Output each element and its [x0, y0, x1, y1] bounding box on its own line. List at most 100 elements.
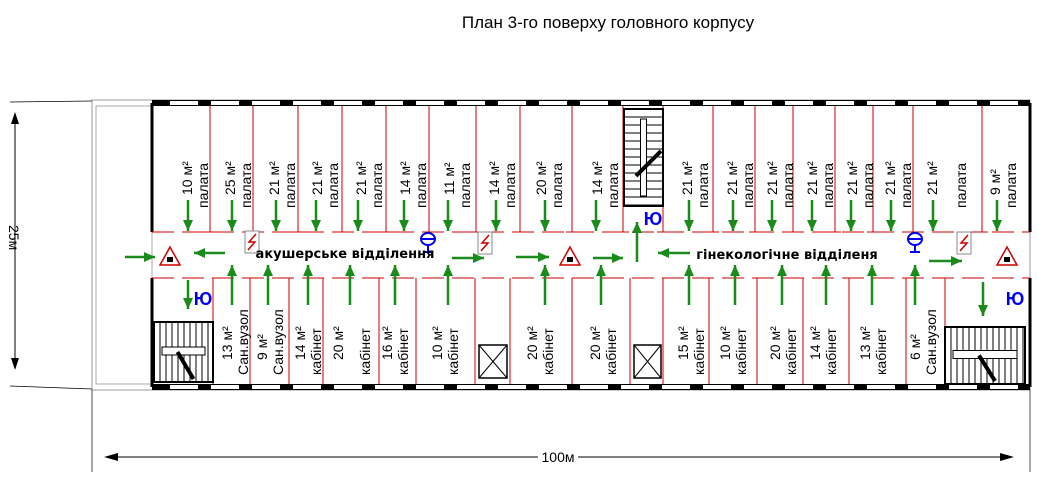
- room-area: 21 м²: [309, 161, 325, 195]
- window: [457, 101, 485, 105]
- arrow-head: [263, 265, 273, 276]
- room-area: 21 м²: [924, 161, 940, 195]
- window: [334, 101, 362, 105]
- stairs-center: [623, 108, 664, 207]
- elevator-2: [633, 344, 662, 379]
- room-area: 16 м²: [379, 326, 395, 360]
- window: [334, 385, 362, 389]
- arrow-head: [951, 256, 962, 266]
- department-label-gynecology: гінекологічне відділеня: [696, 248, 878, 263]
- arrow-head: [194, 248, 205, 258]
- arrow-head: [540, 220, 550, 231]
- arrow-head: [183, 298, 193, 309]
- window: [621, 101, 649, 105]
- stair-direction: [175, 350, 196, 381]
- evacuation-arrow: [910, 265, 920, 305]
- room-area: 20 м²: [330, 326, 346, 360]
- room-area: 10 м²: [179, 161, 195, 195]
- room-label: кабінет: [873, 328, 889, 375]
- stair-landing: [640, 118, 647, 197]
- width-dimension: 100м: [91, 390, 1031, 472]
- arrow-head: [807, 220, 817, 231]
- arrow-head: [992, 220, 1002, 231]
- stair-landing: [161, 346, 206, 356]
- room-area: 9 м²: [987, 169, 1003, 195]
- room-label: палата: [195, 163, 211, 208]
- window: [867, 385, 895, 389]
- window: [949, 101, 977, 105]
- arrow-head: [684, 265, 694, 276]
- arrow-head: [183, 220, 193, 231]
- stair-direction: [634, 149, 663, 178]
- room-label: кабінет: [308, 328, 324, 375]
- height-dimension: 25м: [6, 100, 93, 390]
- arrow-head: [345, 265, 355, 276]
- room-area: 6 м²: [907, 334, 923, 360]
- room-label: палата: [325, 163, 341, 208]
- room-area: 21 м²: [804, 161, 820, 195]
- arrow-head: [538, 252, 549, 262]
- fire-panel-icon: [477, 231, 493, 255]
- room-area: 21 м²: [724, 161, 740, 195]
- evacuation-arrow: [767, 200, 777, 231]
- evacuation-arrow: [443, 200, 453, 231]
- room-area: 11 м²: [441, 162, 457, 195]
- phone-icon: Ю: [1006, 289, 1025, 309]
- evacuation-arrow: [596, 265, 606, 305]
- evacuation-arrow: [311, 200, 321, 231]
- evacuation-arrow: [540, 265, 550, 305]
- arrow-head: [473, 253, 484, 263]
- room-label: палата: [549, 163, 565, 208]
- evacuation-arrow: [516, 252, 549, 262]
- partitions: [152, 106, 1030, 384]
- window: [908, 385, 936, 389]
- room-label: кабінет: [395, 328, 411, 375]
- alarm-button: [567, 257, 573, 262]
- window: [826, 385, 854, 389]
- evacuation-arrow: [846, 200, 856, 231]
- window: [908, 101, 936, 105]
- window: [990, 385, 1018, 389]
- evacuation-arrow: [491, 200, 501, 231]
- lightning-bolt: [247, 233, 257, 251]
- window: [539, 385, 567, 389]
- fire-alarm-icon: [158, 245, 182, 266]
- window: [416, 101, 444, 105]
- alarm-button: [1004, 257, 1010, 262]
- plan-title: План 3-го поверху головного корпусу: [462, 13, 755, 32]
- window: [498, 101, 526, 105]
- evacuation-arrows: [125, 200, 1002, 316]
- arrow-head: [443, 220, 453, 231]
- fire-extinguisher-icon: [420, 232, 436, 253]
- evacuation-arrow: [271, 200, 281, 231]
- evacuation-arrow: [263, 265, 273, 305]
- room-area: 10 м²: [717, 326, 733, 360]
- evacuation-arrow: [540, 200, 550, 231]
- evacuation-arrow: [390, 265, 400, 305]
- room-area: 20 м²: [767, 326, 783, 360]
- evacuation-arrow: [593, 253, 623, 263]
- room-label: Сан.вузол: [923, 309, 939, 375]
- stairs-right: [944, 326, 1026, 385]
- alarm-triangle: [158, 245, 182, 266]
- room-area: 20 м²: [587, 326, 603, 360]
- window: [293, 101, 321, 105]
- window: [949, 385, 977, 389]
- room-area: 21 м²: [353, 161, 369, 195]
- alarm-triangle: [558, 245, 582, 266]
- evacuation-arrow: [928, 200, 938, 231]
- arrow-head: [227, 265, 237, 276]
- lightning-bolt: [480, 234, 490, 252]
- left-annex: [95, 105, 153, 385]
